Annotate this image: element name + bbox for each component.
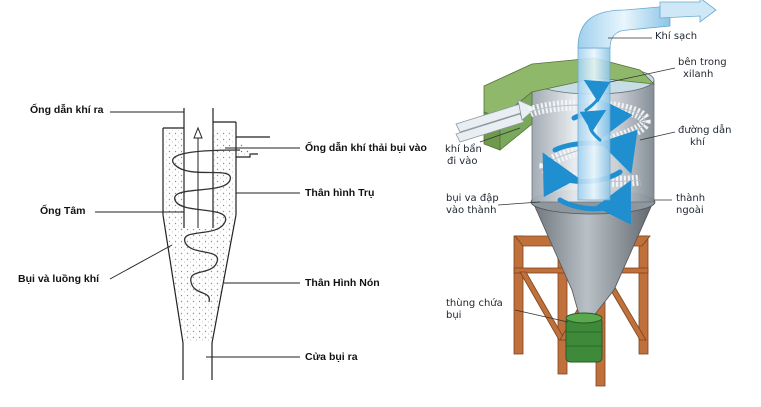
label-dirty-air-in-line1: khí bẩn — [445, 144, 482, 155]
label-cone-body: Thân Hình Nón — [305, 277, 380, 289]
label-dust-gas-inlet: Ống dẫn khí thải bụi vào — [305, 142, 427, 154]
right-leader-lines — [479, 37, 676, 323]
left-dust-inlet — [237, 142, 252, 156]
label-air-path-line1: đường dẫn — [678, 125, 732, 136]
label-center-tube: Ống Tâm — [40, 205, 86, 217]
label-outer-wall-line2: ngoài — [676, 205, 704, 216]
dirty-air-arrows — [455, 99, 537, 143]
tube-up-arrows — [579, 79, 611, 142]
label-outer-wall-line1: thành — [676, 193, 706, 204]
label-inside-cylinder-line2: xilanh — [683, 69, 714, 80]
label-air-path-line2: khí — [690, 137, 705, 148]
dust-bin — [565, 312, 603, 363]
cyclone-cone — [531, 199, 655, 331]
left-leader-lines — [95, 111, 300, 358]
label-dust-bin-line1: thùng chứa — [446, 298, 503, 309]
clean-air-arrows — [659, 0, 717, 23]
label-dust-and-airflow: Bụi và luồng khí — [18, 273, 100, 285]
label-gas-outlet: Ống dẫn khí ra — [30, 104, 104, 116]
label-clean-air: Khí sạch — [655, 31, 698, 42]
label-dust-bin-line2: bụi — [446, 310, 462, 321]
label-dust-hits-wall-line2: vào thành — [446, 205, 497, 216]
label-dirty-air-in-line2: đi vào — [447, 156, 478, 167]
clean-air-tube — [577, 47, 611, 201]
label-inside-cylinder-line1: bên trong — [678, 57, 727, 68]
left-spiral-path — [172, 149, 241, 303]
left-dust-area — [164, 130, 235, 342]
left-cyclone-drawing — [162, 108, 270, 380]
label-dust-outlet: Cửa bụi ra — [305, 351, 358, 363]
label-dust-hits-wall-line1: bụi va đập — [446, 193, 499, 204]
label-cylinder-body: Thân hình Trụ — [305, 187, 375, 199]
